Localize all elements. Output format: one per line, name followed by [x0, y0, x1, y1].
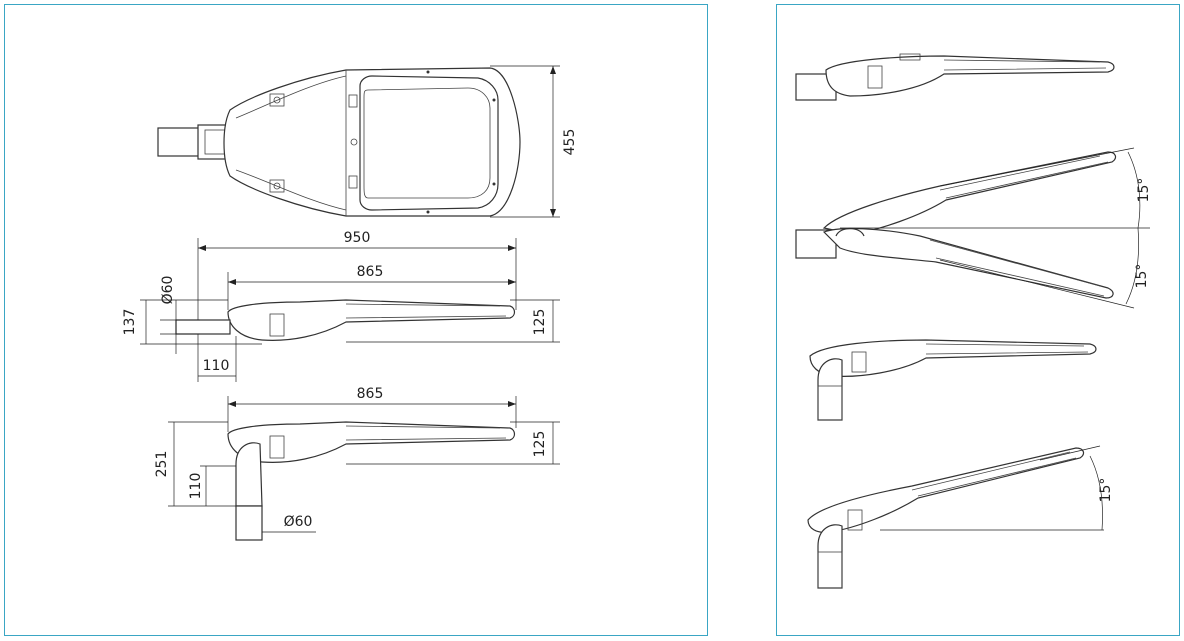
angle-side-up: 15° — [1136, 178, 1152, 203]
dim-housing-length: 865 — [357, 264, 384, 280]
side-view: 950 865 125 137 Ø60 110 — [122, 230, 560, 382]
side-spigot — [175, 319, 231, 335]
top-spigot — [157, 127, 203, 157]
dim-spigot-length: 110 — [203, 358, 230, 374]
top-housing — [223, 67, 521, 217]
dim-diameter-post: Ø60 — [284, 514, 313, 530]
post-top-view: 865 125 251 110 Ø60 — [154, 386, 560, 541]
dim-overall-length: 950 — [344, 230, 371, 246]
dim-total-height-post: 251 — [154, 451, 170, 478]
top-lens — [359, 75, 499, 211]
tilt-view-horizontal — [795, 53, 1115, 101]
post-housing — [227, 421, 516, 463]
tilt-view-post-15: 15° — [807, 445, 1114, 589]
dim-housing-height: 125 — [532, 309, 548, 336]
dim-diameter-side: Ø60 — [160, 276, 176, 305]
post-pipe — [235, 505, 263, 541]
dim-housing-length-post: 865 — [357, 386, 384, 402]
dim-total-height: 137 — [122, 309, 138, 336]
dim-housing-height-post: 125 — [532, 431, 548, 458]
tilt-view-panel — [776, 4, 1180, 636]
top-view: 455 — [157, 65, 578, 218]
angle-post-up: 15° — [1098, 478, 1114, 503]
tilt-view-side-15: 15° 15° — [795, 147, 1152, 309]
tilt-view-post-horizontal — [809, 339, 1097, 421]
dim-post-spigot-length: 110 — [188, 473, 204, 500]
post-adaptor — [235, 442, 263, 507]
angle-side-down: 15° — [1134, 264, 1150, 289]
dim-top-height: 455 — [562, 129, 578, 156]
side-housing — [227, 299, 516, 341]
